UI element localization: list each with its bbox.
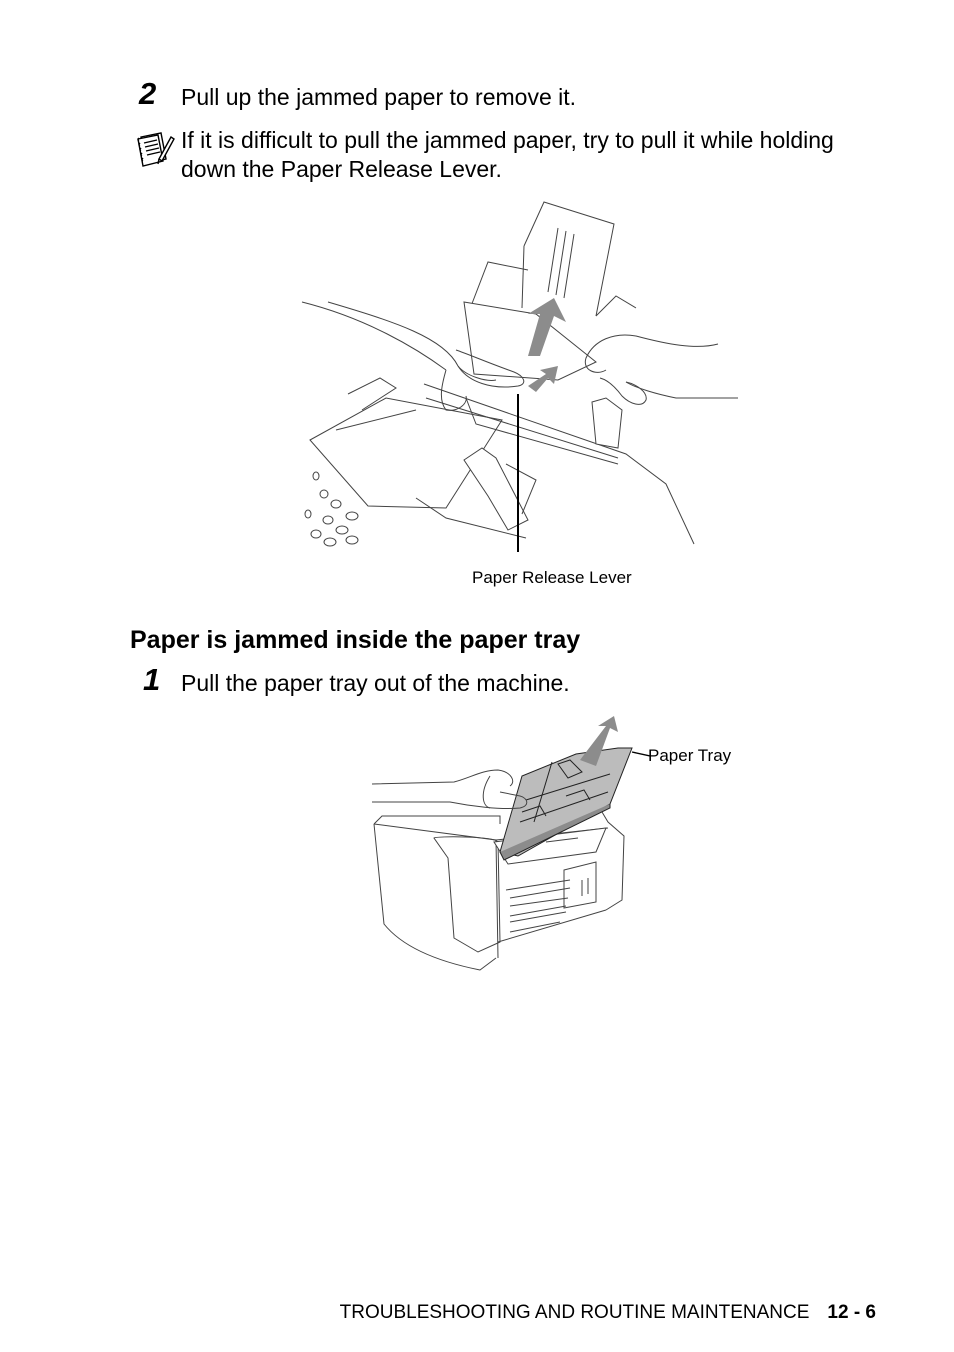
note-pencil-icon: [137, 132, 175, 167]
step-number: 2: [139, 76, 157, 111]
footer-title: TROUBLESHOOTING AND ROUTINE MAINTENANCE: [339, 1302, 810, 1323]
paper-release-lever-label: Paper Release Lever: [472, 568, 632, 587]
note-text: If it is difficult to pull the jammed pa…: [181, 127, 834, 182]
paper-tray-illustration: [371, 716, 650, 971]
step-instruction: Pull up the jammed paper to remove it.: [181, 84, 577, 110]
page-footer: TROUBLESHOOTING AND ROUTINE MAINTENANCE 1…: [340, 1303, 876, 1322]
step-instruction: Pull the paper tray out of the machine.: [181, 670, 570, 696]
section-heading: Paper is jammed inside the paper tray: [130, 626, 581, 654]
step-number: 1: [143, 662, 161, 697]
paper-tray-label: Paper Tray: [648, 746, 732, 765]
page-number: 12 - 6: [827, 1302, 876, 1323]
jammed-paper-illustration: [301, 201, 738, 552]
